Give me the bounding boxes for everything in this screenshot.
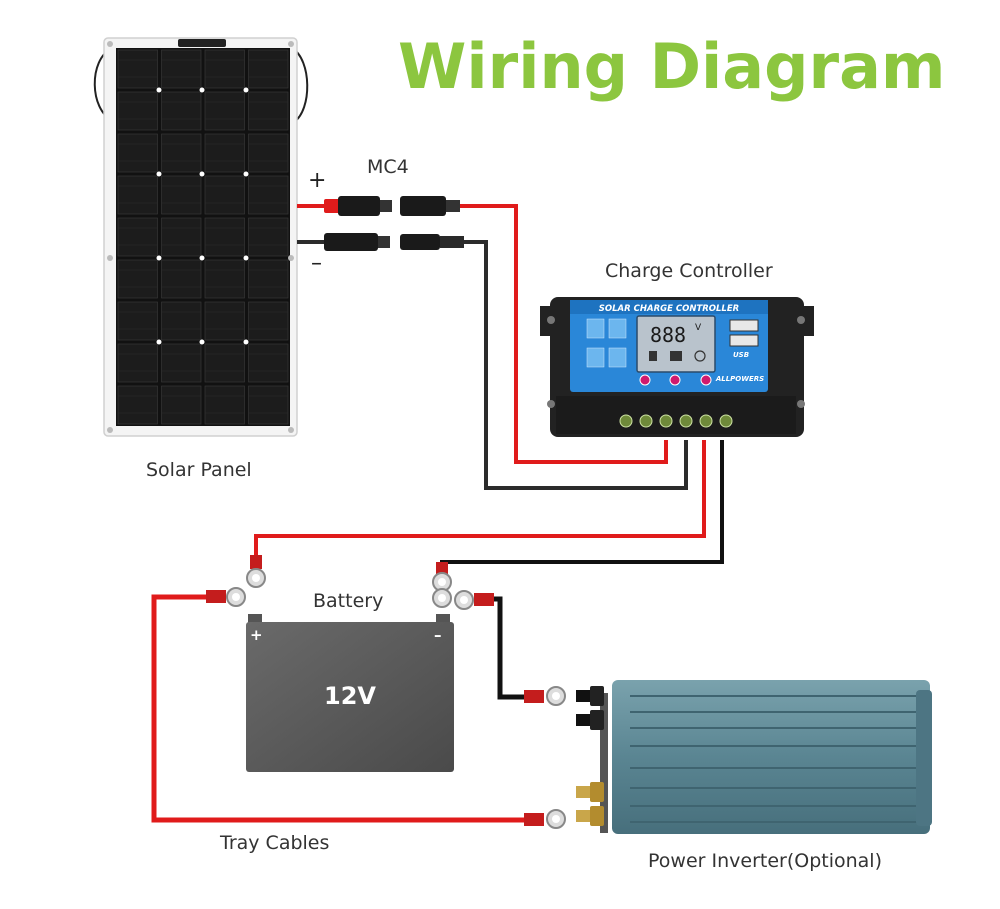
brand-label: ALLPOWERS bbox=[715, 375, 764, 383]
controller-heading: SOLAR CHARGE CONTROLLER bbox=[599, 304, 739, 314]
mc4-label: MC4 bbox=[367, 156, 409, 178]
panel-negative-wire bbox=[464, 240, 688, 490]
power-inverter-label: Power Inverter(Optional) bbox=[648, 850, 882, 872]
lcd-digits: 888 bbox=[650, 323, 686, 347]
solar-panel-label: Solar Panel bbox=[146, 459, 252, 481]
battery: + – 12V bbox=[246, 614, 454, 772]
battery-plus-mark: + bbox=[250, 626, 263, 644]
battery-minus-mark: – bbox=[434, 626, 442, 644]
tray-cable-positive bbox=[151, 594, 528, 823]
mc4-connectors bbox=[297, 196, 464, 251]
solar-panel bbox=[93, 37, 309, 437]
minus-sign: – bbox=[311, 251, 322, 276]
tray-cables-label: Tray Cables bbox=[220, 832, 330, 854]
battery-positive-wire bbox=[254, 440, 706, 568]
lcd-unit: V bbox=[695, 323, 702, 333]
battery-voltage: 12V bbox=[324, 682, 376, 710]
charge-controller-label: Charge Controller bbox=[605, 260, 773, 282]
power-inverter bbox=[576, 680, 932, 834]
plus-sign: + bbox=[308, 168, 327, 193]
diagram-title: Wiring Diagram bbox=[398, 30, 946, 103]
tray-cable-negative bbox=[492, 596, 530, 700]
charge-controller: SOLAR CHARGE CONTROLLER 888 V USB ALLPOW… bbox=[540, 297, 814, 437]
usb-label: USB bbox=[733, 351, 749, 359]
ring-terminals bbox=[206, 555, 566, 829]
battery-label: Battery bbox=[313, 590, 384, 612]
panel-positive-wire bbox=[460, 204, 668, 464]
